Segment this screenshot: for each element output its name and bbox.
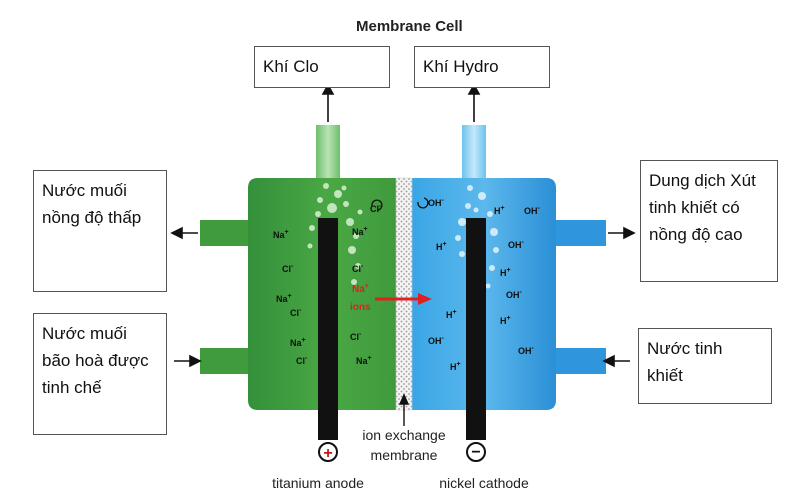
gas-up-arrows [321,83,481,122]
membrane-pointer-arrow [398,393,410,426]
oh-cycle-arrow [417,197,429,209]
nickel-cathode [466,218,486,440]
water-inlet-pipe [556,348,606,374]
titanium-anode [318,218,338,440]
ion-h: H+ [446,309,457,320]
ion-cl: Cl- [290,307,302,318]
svg-text:+: + [323,445,332,462]
ion-cl: Cl- [296,355,308,366]
brine-inlet-pipe [200,348,250,374]
ion-h: H+ [436,241,447,252]
svg-text:−: − [471,444,480,461]
na-migration-arrow [375,293,432,305]
ion-h: H+ [500,315,511,326]
pure-water-box: Nước tinh khiết [638,328,772,404]
chlorine-gas-box: Khí Clo [254,46,390,88]
caustic-outlet-pipe [556,220,606,246]
cathode-terminal-icon: − [466,442,486,462]
ion-cl: Cl- [282,263,294,274]
hydrogen-bubbles [455,185,499,289]
anode-terminal-icon: + [318,442,338,462]
ion-cl: Cl- [350,331,362,342]
hydrogen-outlet-tube [462,125,486,180]
ion-oh: OH- [518,345,535,356]
ion-na: Na+ [356,355,372,366]
membrane-label: ion exchange [362,427,446,443]
ion-na: Na+ [273,229,289,240]
chlorine-outlet-tube [316,125,340,180]
side-arrows [170,226,636,368]
na-ions-label: Na+ [352,283,369,295]
saturated-brine-box: Nước muối bão hoà được tinh chế [33,313,167,435]
na-ions-label-line2: ions [350,302,371,313]
membrane-label-line2: membrane [371,447,438,463]
ion-exchange-membrane [395,177,413,411]
ion-oh: OH- [508,239,525,250]
ion-cl-cycle: Cl- [370,203,382,214]
ion-oh-cycle: OH- [428,197,445,208]
ion-na: Na+ [352,226,368,237]
ion-oh: OH- [506,289,523,300]
chlorine-bubbles [307,183,363,285]
ion-na: Na+ [290,337,306,348]
ion-na: Na+ [276,293,292,304]
diagram-title: Membrane Cell [356,18,463,35]
caustic-soda-box: Dung dịch Xút tinh khiết có nồng độ cao [640,160,778,282]
ion-h: H+ [450,361,461,372]
ion-oh: OH- [524,205,541,216]
cathode-label: nickel cathode [439,475,529,491]
ion-h: H+ [500,267,511,278]
ion-oh: OH- [428,335,445,346]
cl-cycle-arrow [371,199,383,211]
ion-h: H+ [494,205,505,216]
anode-label: titanium anode [272,475,364,491]
depleted-brine-pipe [200,220,250,246]
hydrogen-gas-box: Khí Hydro [414,46,550,88]
ion-cl: Cl- [352,263,364,274]
depleted-brine-box: Nước muối nồng độ thấp [33,170,167,292]
